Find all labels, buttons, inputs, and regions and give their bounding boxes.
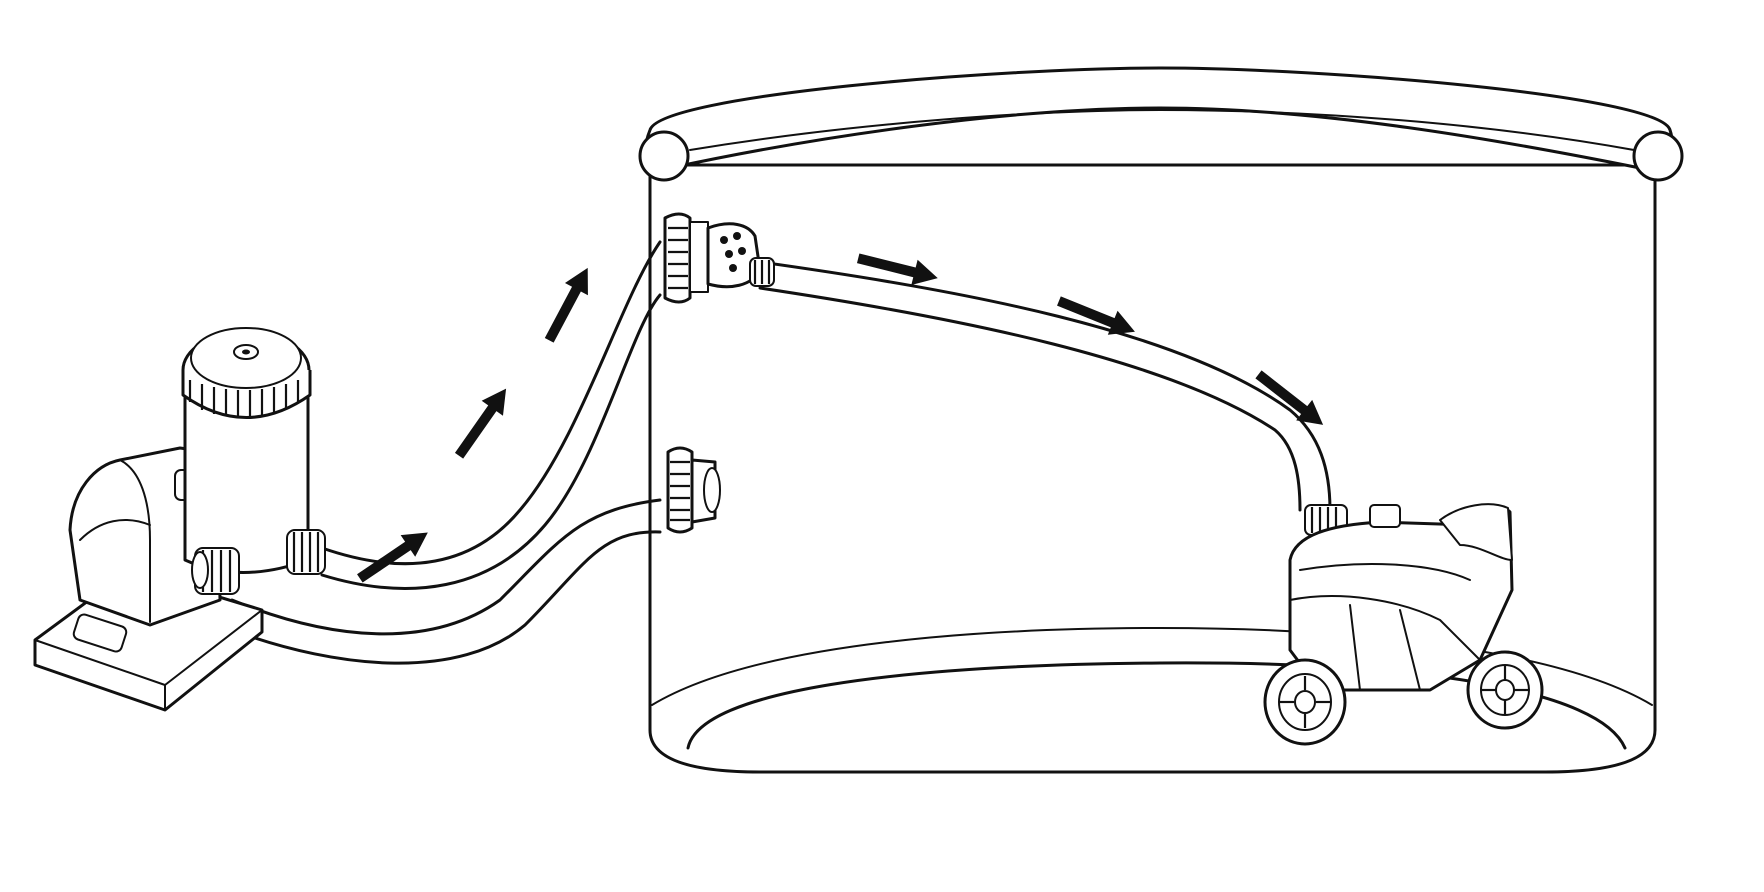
cleaner-hose bbox=[758, 260, 1332, 512]
flow-arrows bbox=[357, 253, 1324, 583]
pump-inlet-connector bbox=[191, 547, 240, 595]
flow-arrow-6 bbox=[1255, 370, 1324, 425]
inlet-hose bbox=[230, 498, 662, 665]
flow-arrow-5 bbox=[1057, 296, 1135, 335]
flow-arrow-3 bbox=[544, 267, 588, 343]
return-hose bbox=[320, 240, 662, 590]
filter-pump bbox=[33, 327, 326, 712]
suction-inlet-fitting bbox=[666, 446, 721, 534]
flow-arrow-1 bbox=[357, 532, 428, 583]
cartridge-housing bbox=[181, 327, 312, 574]
robotic-pool-cleaner bbox=[1263, 503, 1544, 746]
flow-arrow-2 bbox=[454, 388, 507, 459]
flow-arrow-4 bbox=[856, 253, 938, 285]
pump-outlet-connector bbox=[286, 529, 326, 575]
cleaner-wheel-right bbox=[1466, 650, 1544, 730]
cleaner-wheel-left bbox=[1263, 658, 1347, 746]
return-outlet-fitting bbox=[663, 212, 775, 304]
